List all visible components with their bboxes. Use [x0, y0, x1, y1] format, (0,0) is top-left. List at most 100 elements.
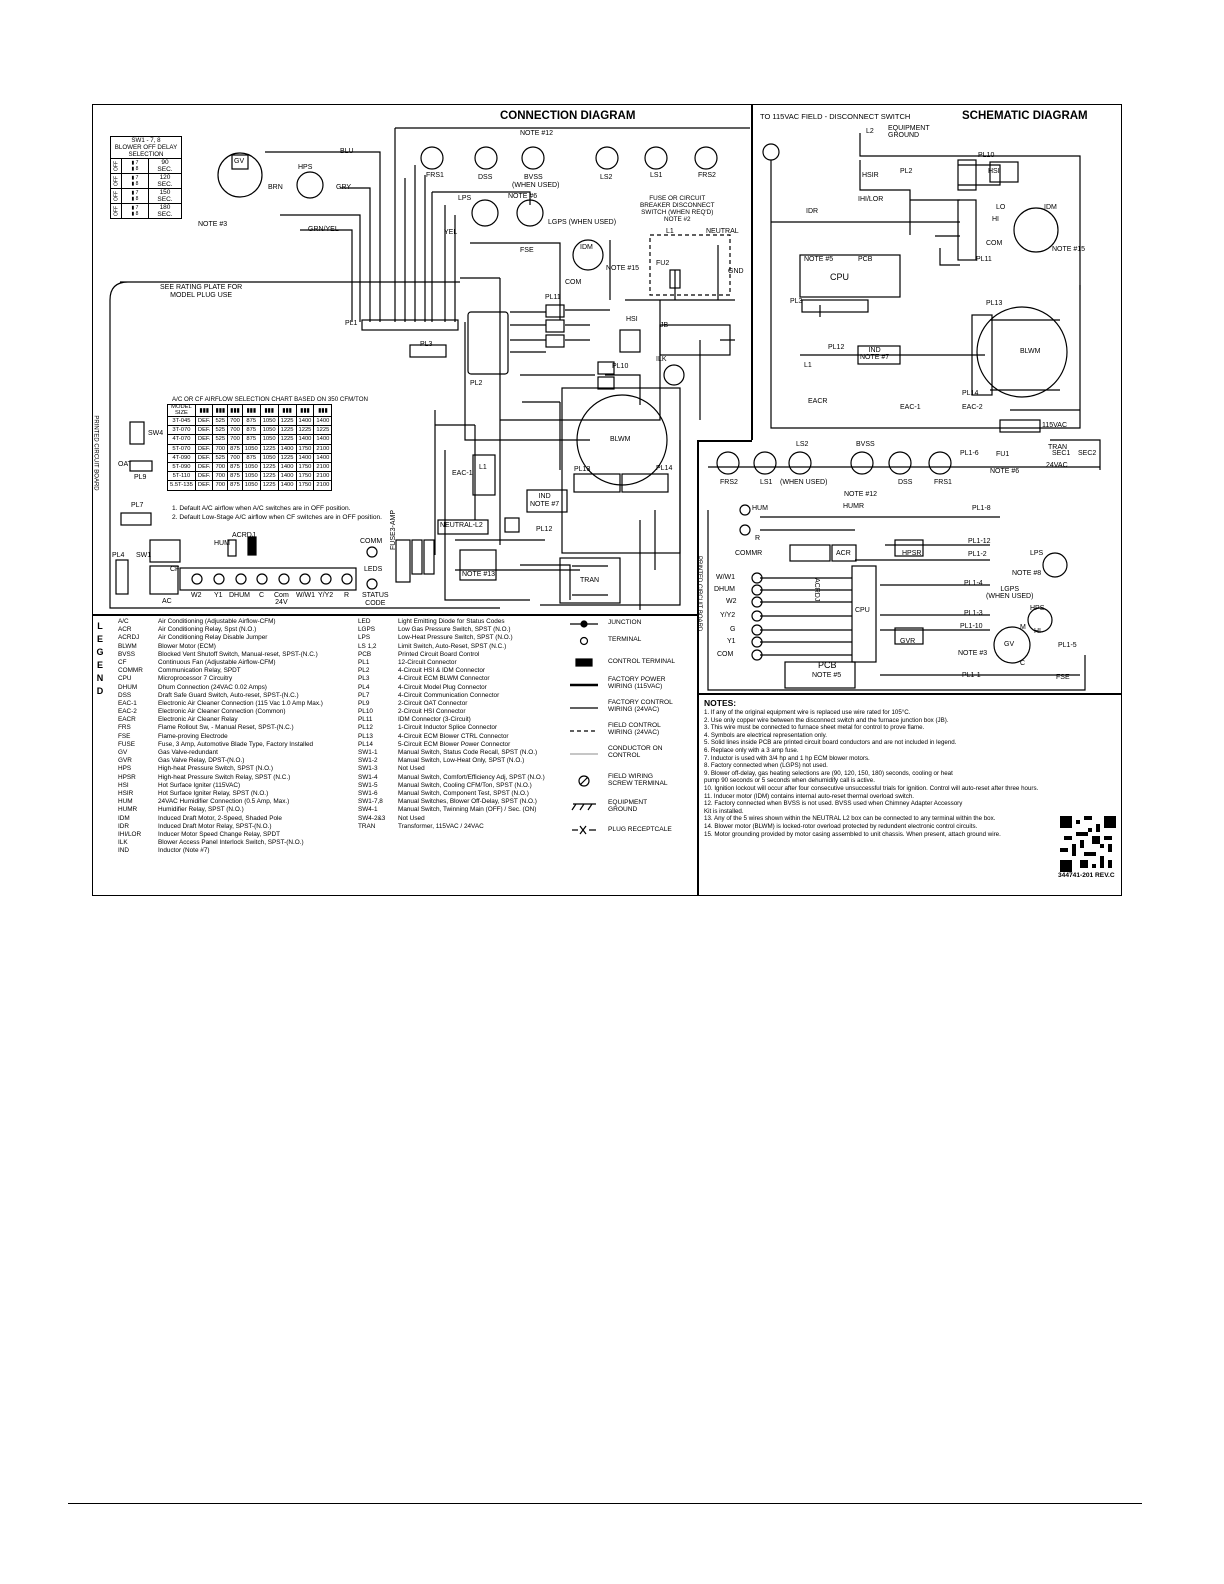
sch-comt: COM — [717, 651, 734, 658]
schematic-wires — [707, 133, 1101, 691]
legend-abbr: GVR — [118, 757, 132, 765]
legend-desc: Hot Surface Igniter Relay, SPST (N.O.) — [158, 789, 269, 797]
chart-cell: 1400 — [295, 434, 315, 445]
chart-cell: 875 — [227, 471, 243, 482]
chart-cell: DEF. — [194, 480, 214, 491]
note-item: 4. Symbols are electrical representation… — [704, 731, 828, 739]
status-code-label: STATUS CODE — [362, 592, 389, 607]
legend-desc: Blocked Vent Shutoff Switch, Manual-rese… — [158, 650, 318, 658]
sch-hps: HPS — [1030, 605, 1045, 612]
chart-cell: 4T-090 — [167, 452, 196, 463]
sch-cpu2: CPU — [855, 607, 870, 614]
chart-cell: 1225 — [277, 452, 297, 463]
ls1-label: LS1 — [650, 172, 663, 179]
legend-desc: 2-Circuit OAT Connector — [398, 699, 468, 707]
sch-eac1: EAC-1 — [900, 404, 921, 411]
chart-cell: 875 — [241, 452, 261, 463]
sch-r: R — [755, 535, 761, 542]
legend-desc: IDM Connector (3-Circuit) — [398, 716, 471, 724]
terminal-y1: Y1 — [214, 592, 223, 599]
chart-cell: 525 — [212, 434, 229, 445]
legend-abbr: PL7 — [358, 691, 370, 699]
sch-yy2: Y/Y2 — [720, 612, 736, 619]
neutral-l2-label: NEUTRAL-L2 — [440, 522, 483, 529]
when-used-label: (WHEN USED) — [512, 182, 560, 189]
legend-abbr: SW4-1 — [358, 806, 378, 814]
chart-cell: 1050 — [259, 434, 279, 445]
chart-cell: 2100 — [313, 443, 333, 454]
legend-desc: Continuous Fan (Adjustable Airflow-CFM) — [158, 658, 276, 666]
sch-hsi: HSI — [988, 168, 1000, 175]
chart-cell: 1400 — [277, 443, 297, 454]
chart-cell: 700 — [227, 452, 243, 463]
chart-cell: 875 — [241, 425, 261, 436]
chart-header-cell: ▮▮▮ — [277, 404, 297, 417]
gry-wire-label: GRY — [336, 184, 352, 191]
yel-wire-label: YEL — [444, 229, 458, 236]
legend-desc: Inductor (Note #7) — [158, 847, 210, 855]
legend-abbr: PL2 — [358, 667, 370, 675]
legend-desc: Low-Heat Pressure Switch, SPST (N.O.) — [398, 634, 513, 642]
sch-eac2: EAC-2 — [962, 404, 983, 411]
sch-pl11: PL11 — [976, 256, 992, 263]
chart-cell: 1225 — [277, 415, 297, 427]
legend-desc: Gas Valve Relay, DPST-(N.O.) — [158, 757, 245, 765]
legend-abbr: GV — [118, 749, 128, 756]
fuse-box-label: FUSE OR CIRCUIT BREAKER DISCONNECT SWITC… — [640, 195, 715, 223]
lower-divider-vertical — [697, 440, 699, 896]
chart-header-cell: ▮▮▮ — [313, 404, 333, 417]
legend-symbol-label: FIELD WIRING SCREW TERMINAL — [608, 773, 668, 788]
terminal-ww1: W/W1 — [296, 592, 316, 599]
legend-symbol-label: TERMINAL — [608, 636, 642, 643]
legend-desc: Manual Switch, Twinning Main (OFF) / Sec… — [398, 806, 537, 814]
bvss-label: BVSS — [524, 174, 543, 181]
legend-abbr: SW4-2&3 — [358, 814, 386, 822]
chart-cell: 1050 — [259, 452, 279, 463]
fuse3amp-label: FUSE3-AMP — [390, 509, 397, 550]
legend-desc: Manual Switches, Blower Off-Delay, SPST … — [398, 798, 537, 806]
chart-cell: 875 — [227, 461, 243, 473]
hps-label: HPS — [298, 164, 313, 171]
sch-pl18: PL1-8 — [972, 505, 991, 512]
switch-table-header: SW1 - 7, 8 BLOWER OFF DELAY SELECTION — [110, 136, 182, 159]
chart-footnote-2: 2. Default Low-Stage A/C airflow when CF… — [172, 514, 382, 521]
legend-symbol-label: CONDUCTOR ON CONTROL — [608, 745, 663, 760]
page-bottom-rule — [68, 1503, 1142, 1504]
note-item: 15. Motor grounding provided by motor ca… — [704, 830, 1001, 838]
sch-lo: LO — [996, 204, 1006, 211]
sch-acr: ACR — [836, 550, 851, 557]
legend-abbr: ACRDJ — [118, 634, 140, 642]
sch-frs1: FRS1 — [934, 479, 952, 486]
sch-lgps: LGPS (WHEN USED) — [986, 586, 1034, 600]
legend-row: SW1-7,8 Manual Switches, Blower Off-Delay… — [358, 798, 545, 806]
chart-cell: 700 — [227, 415, 243, 427]
note-item: 1. If any of the original equipment wire… — [704, 709, 911, 716]
pl11-label: PL11 — [545, 294, 561, 301]
sch-l1: L1 — [804, 362, 812, 369]
pl4-label: PL4 — [112, 552, 125, 559]
sch-pl12: PL12 — [828, 344, 845, 351]
legend-abbr: COMMR — [118, 667, 143, 675]
legend-symbol-label: JUNCTION — [608, 619, 642, 626]
diagram-frame — [92, 104, 1122, 896]
connection-components — [217, 146, 731, 604]
switch-seconds: 180 SEC. — [148, 203, 182, 219]
legend-abbr: SW1-7,8 — [358, 798, 383, 806]
chart-cell: 1400 — [277, 471, 297, 482]
note-item: 3. This wire must be connected to furnac… — [704, 724, 925, 732]
